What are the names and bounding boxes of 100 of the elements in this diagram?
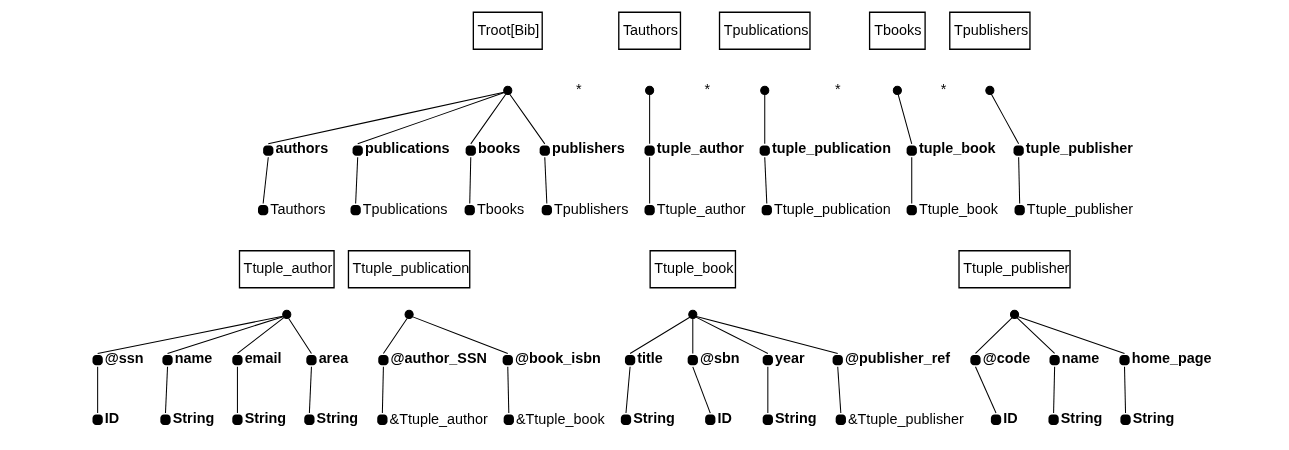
node-label: Tpublishers xyxy=(553,200,628,217)
node-label: authors xyxy=(274,140,328,157)
node-label: ID xyxy=(104,409,119,426)
node-box: Tbooks xyxy=(868,11,926,50)
node-label: name xyxy=(1061,349,1099,366)
node-circle xyxy=(502,85,512,95)
node-label: &Ttuple_author xyxy=(389,410,488,427)
node-circle xyxy=(644,85,654,95)
node-circle xyxy=(404,309,414,319)
node-label: tuple_publisher xyxy=(1025,140,1133,157)
node-label: ID xyxy=(716,409,732,426)
node-label: &Ttuple_publisher xyxy=(847,410,964,427)
node-label: @sbn xyxy=(699,349,740,366)
connector xyxy=(766,366,768,414)
node-label: String xyxy=(172,409,214,426)
connector xyxy=(629,316,690,354)
node-label: publications xyxy=(364,140,450,157)
node-circle xyxy=(984,85,994,95)
node-label: year xyxy=(774,349,805,366)
node-label: ID xyxy=(1002,409,1018,426)
node-circle xyxy=(281,309,291,319)
connector xyxy=(506,366,509,414)
connector xyxy=(648,94,650,145)
node-label: tuple_publication xyxy=(771,140,891,157)
connector xyxy=(974,366,997,414)
connector xyxy=(648,156,650,204)
node-circle xyxy=(892,85,902,95)
label: * xyxy=(575,81,582,98)
node-box: Tpublishers xyxy=(948,11,1031,50)
connector xyxy=(624,366,631,414)
node-label: &Ttuple_book xyxy=(515,410,605,427)
connector xyxy=(308,366,312,414)
node-label: @publisher_ref xyxy=(844,349,950,366)
node-label: books xyxy=(477,140,520,157)
connector xyxy=(411,316,508,354)
node-label: String xyxy=(774,409,817,426)
connector xyxy=(166,316,284,354)
connector xyxy=(695,316,768,354)
connector xyxy=(381,366,384,414)
connector xyxy=(897,94,912,145)
connector xyxy=(354,156,358,204)
connector xyxy=(508,93,545,145)
connector xyxy=(695,315,838,354)
connector xyxy=(836,366,841,414)
node-box: Ttuple_publisher xyxy=(957,250,1071,289)
node-label: Ttuple_publication xyxy=(773,200,891,217)
connector xyxy=(469,93,506,145)
node-circle xyxy=(759,85,769,95)
node-label: String xyxy=(1060,409,1102,426)
connector xyxy=(763,156,767,204)
connector xyxy=(356,92,505,145)
node-label: title xyxy=(636,349,663,366)
connector xyxy=(910,156,912,204)
connector xyxy=(468,156,471,204)
node-label: Ttuple_publisher xyxy=(1026,200,1133,217)
node-label: Ttuple_author xyxy=(656,200,746,217)
node-label: String xyxy=(244,409,286,426)
node-label: email xyxy=(244,349,281,366)
connector xyxy=(543,156,547,204)
connector xyxy=(990,93,1019,145)
connector xyxy=(382,317,408,354)
connector xyxy=(236,317,284,354)
node-box: Troot[Bib] xyxy=(472,11,543,50)
node-box: Ttuple_book xyxy=(648,250,736,289)
connector xyxy=(763,94,765,145)
node-box: Tpublications xyxy=(718,11,811,50)
connector xyxy=(1016,317,1055,354)
connector xyxy=(691,318,693,354)
connector xyxy=(164,366,168,414)
node-label: @book_isbn xyxy=(514,349,601,366)
node-label: String xyxy=(632,409,675,426)
connector xyxy=(1052,366,1055,414)
connector xyxy=(96,315,283,354)
node-label: area xyxy=(318,349,348,366)
connector xyxy=(96,366,98,414)
connector xyxy=(262,156,269,204)
node-circle xyxy=(1009,309,1019,319)
connector xyxy=(691,366,711,414)
connector xyxy=(1017,156,1020,204)
node-label: home_page xyxy=(1131,349,1212,366)
node-label: tuple_author xyxy=(656,140,744,157)
label: * xyxy=(940,81,946,98)
node-label: Tpublications xyxy=(362,200,448,217)
node-label: name xyxy=(174,349,212,366)
node-box: Ttuple_publication xyxy=(347,250,470,289)
node-label: @ssn xyxy=(104,349,144,366)
node-label: tuple_book xyxy=(918,140,996,157)
node-label: Ttuple_book xyxy=(918,200,998,217)
node-label: String xyxy=(316,409,358,426)
node-label: Tbooks xyxy=(476,200,524,217)
connector xyxy=(267,91,505,145)
label: * xyxy=(703,81,710,98)
connector xyxy=(287,317,312,354)
node-label: Tauthors xyxy=(269,200,325,217)
connector xyxy=(974,317,1012,354)
node-label: publishers xyxy=(551,140,625,157)
node-label: @code xyxy=(982,349,1030,366)
label: * xyxy=(834,81,841,98)
node-label: @author_SSN xyxy=(390,349,487,366)
node-label: String xyxy=(1132,409,1174,426)
